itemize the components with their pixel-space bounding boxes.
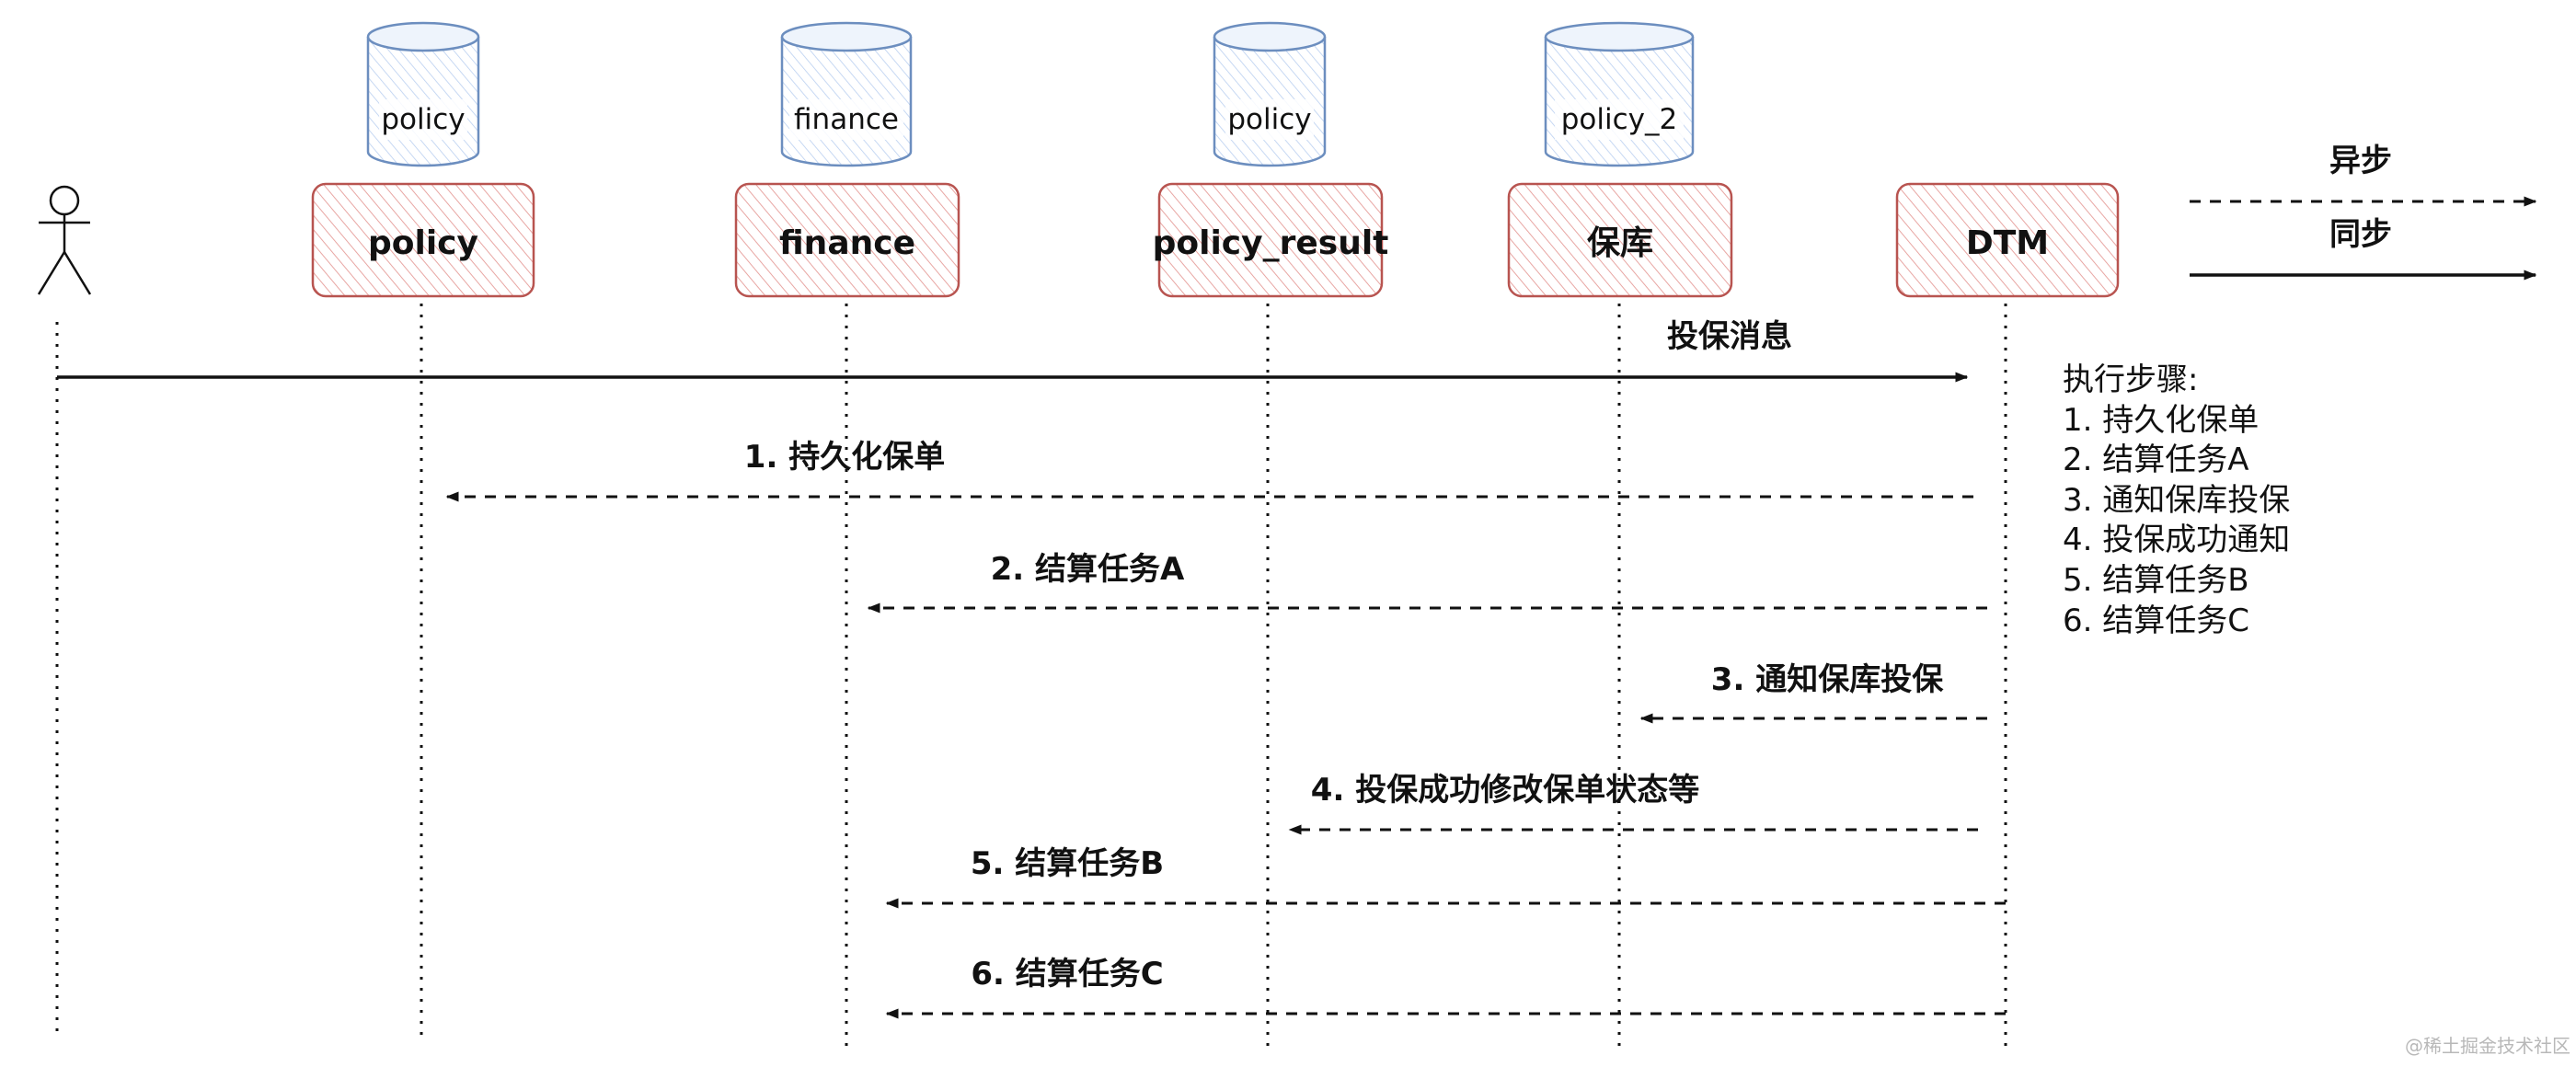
actor-stick-figure-icon — [37, 185, 92, 295]
service-finance-label: finance — [779, 224, 915, 262]
database-policy-label: policy — [381, 103, 465, 136]
legend: 异步 同步 — [2190, 143, 2537, 281]
step-item-1: 1. 持久化保单 — [2063, 401, 2260, 439]
message-1: 1. 持久化保单 — [445, 439, 1973, 502]
lifelines — [55, 304, 2007, 1049]
service-policy-result-label: policy_result — [1153, 224, 1389, 262]
message-toubao: 投保消息 — [57, 318, 1969, 383]
steps-title: 执行步骤: — [2063, 361, 2199, 398]
database-policy-2: policy — [1213, 21, 1327, 167]
step-item-5: 5. 结算任务B — [2063, 561, 2249, 599]
service-policy: policy — [311, 182, 535, 298]
message-2: 2. 结算任务A — [867, 551, 1987, 614]
database-policy_2: policy_2 — [1544, 21, 1695, 167]
service-dtm: DTM — [1895, 182, 2120, 298]
database-policy-2-label: policy — [1227, 103, 1311, 136]
message-6: 6. 结算任务C — [885, 956, 2006, 1019]
database-policy: policy — [366, 21, 480, 167]
message-4-label: 4. 投保成功修改保单状态等 — [1311, 772, 1699, 809]
message-2-label: 2. 结算任务A — [991, 551, 1185, 588]
message-toubao-label: 投保消息 — [1667, 318, 1792, 355]
steps-panel: 执行步骤: 1. 持久化保单 2. 结算任务A 3. 通知保库投保 4. 投保成… — [2063, 361, 2290, 641]
legend-sync-label: 同步 — [2329, 216, 2392, 253]
service-baoku: 保库 — [1507, 182, 1733, 298]
legend-async-label: 异步 — [2329, 143, 2392, 179]
watermark: @稀土掘金技术社区 — [2405, 1035, 2570, 1057]
step-item-6: 6. 结算任务C — [2063, 602, 2249, 639]
message-3: 3. 通知保库投保 — [1639, 661, 1987, 724]
message-5-label: 5. 结算任务B — [971, 845, 1164, 882]
database-finance: finance — [780, 21, 913, 167]
step-item-3: 3. 通知保库投保 — [2063, 481, 2291, 519]
message-3-label: 3. 通知保库投保 — [1711, 661, 1944, 698]
message-4: 4. 投保成功修改保单状态等 — [1288, 772, 1978, 835]
service-baoku-label: 保库 — [1587, 224, 1653, 262]
service-policy-label: policy — [368, 224, 478, 262]
message-5: 5. 结算任务B — [885, 845, 2006, 909]
message-6-label: 6. 结算任务C — [971, 956, 1163, 992]
database-policy_2-label: policy_2 — [1561, 103, 1677, 136]
message-1-label: 1. 持久化保单 — [744, 439, 945, 476]
service-policy-result: policy_result — [1153, 182, 1389, 298]
service-finance: finance — [734, 182, 960, 298]
service-dtm-label: DTM — [1966, 224, 2049, 262]
step-item-4: 4. 投保成功通知 — [2063, 522, 2291, 559]
database-finance-label: finance — [794, 103, 899, 136]
step-item-2: 2. 结算任务A — [2063, 442, 2249, 479]
